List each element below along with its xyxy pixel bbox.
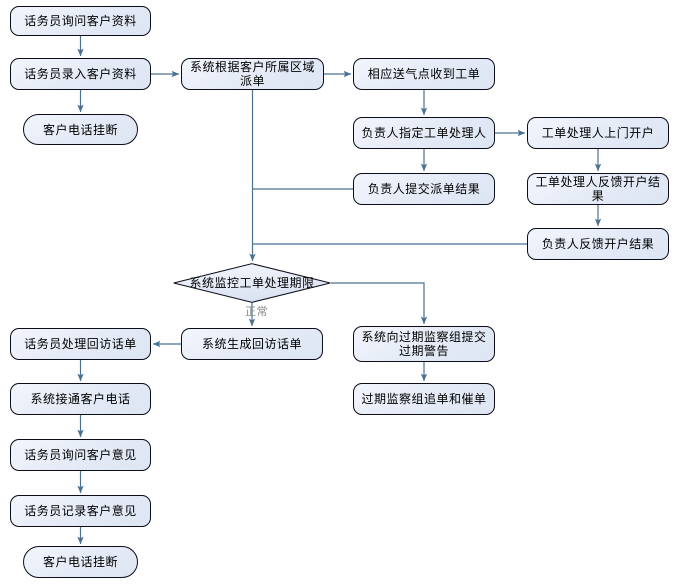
node-handler-onsite-open-account[interactable]: 工单处理人上门开户 (527, 117, 669, 149)
node-ask-customer-info[interactable]: 话务员询问客户资料 (10, 6, 151, 36)
node-owner-feedback-open-result[interactable]: 负责人反馈开户结果 (527, 228, 669, 260)
node-label: 系统向过期监察组提交过期警告 (361, 330, 487, 358)
node-overdue-group-chase-order[interactable]: 过期监察组追单和催单 (353, 383, 495, 415)
node-operator-records-customer-opinion[interactable]: 话务员记录客户意见 (10, 495, 151, 527)
node-customer-hangup-bottom[interactable]: 客户电话挂断 (23, 546, 138, 578)
node-label: 负责人反馈开户结果 (541, 237, 655, 251)
edge-label-normal: 正常 (245, 305, 268, 318)
node-label: 话务员询问客户资料 (24, 14, 137, 28)
node-handler-feedback-open-result[interactable]: 工单处理人反馈开户结果 (527, 173, 669, 205)
node-label: 过期监察组追单和催单 (361, 392, 487, 406)
node-owner-assigns-handler[interactable]: 负责人指定工单处理人 (353, 117, 495, 149)
node-station-receives-order[interactable]: 相应送气点收到工单 (353, 58, 495, 90)
node-owner-submits-dispatch-result[interactable]: 负责人提交派单结果 (353, 173, 495, 205)
node-operator-asks-customer-opinion[interactable]: 话务员询问客户意见 (10, 439, 151, 471)
node-system-connects-customer-call[interactable]: 系统接通客户电话 (10, 383, 151, 415)
node-system-generates-callback-sheet[interactable]: 系统生成回访话单 (181, 328, 323, 360)
node-label: 相应送气点收到工单 (367, 67, 481, 81)
node-label: 系统生成回访话单 (201, 337, 302, 351)
node-label: 话务员询问客户意见 (24, 448, 137, 462)
node-label: 话务员处理回访话单 (24, 337, 137, 351)
node-label: 系统根据客户所属区域派单 (189, 60, 315, 88)
node-customer-hangup-top[interactable]: 客户电话挂断 (23, 114, 138, 145)
node-operator-handles-callback-sheet[interactable]: 话务员处理回访话单 (10, 328, 151, 360)
node-system-submits-overdue-warning[interactable]: 系统向过期监察组提交过期警告 (353, 326, 495, 362)
node-system-monitor-deadline[interactable]: 系统监控工单处理期限 (173, 263, 331, 303)
node-label: 工单处理人上门开户 (541, 126, 655, 140)
node-label: 客户电话挂断 (42, 555, 118, 569)
node-label: 客户电话挂断 (42, 122, 118, 137)
node-label: 工单处理人反馈开户结果 (535, 175, 661, 203)
node-label: 负责人提交派单结果 (367, 182, 481, 196)
node-label: 系统接通客户电话 (30, 392, 131, 406)
node-label: 话务员记录客户意见 (24, 504, 137, 518)
node-system-dispatch-by-region[interactable]: 系统根据客户所属区域派单 (181, 58, 324, 90)
node-enter-customer-info[interactable]: 话务员录入客户资料 (10, 58, 151, 90)
node-label: 系统监控工单处理期限 (189, 276, 315, 290)
edge-monitor-to-overdue-warning (331, 282, 428, 325)
node-label: 话务员录入客户资料 (24, 67, 137, 81)
node-label: 负责人指定工单处理人 (361, 126, 487, 140)
diamond-shape-icon (173, 263, 331, 303)
